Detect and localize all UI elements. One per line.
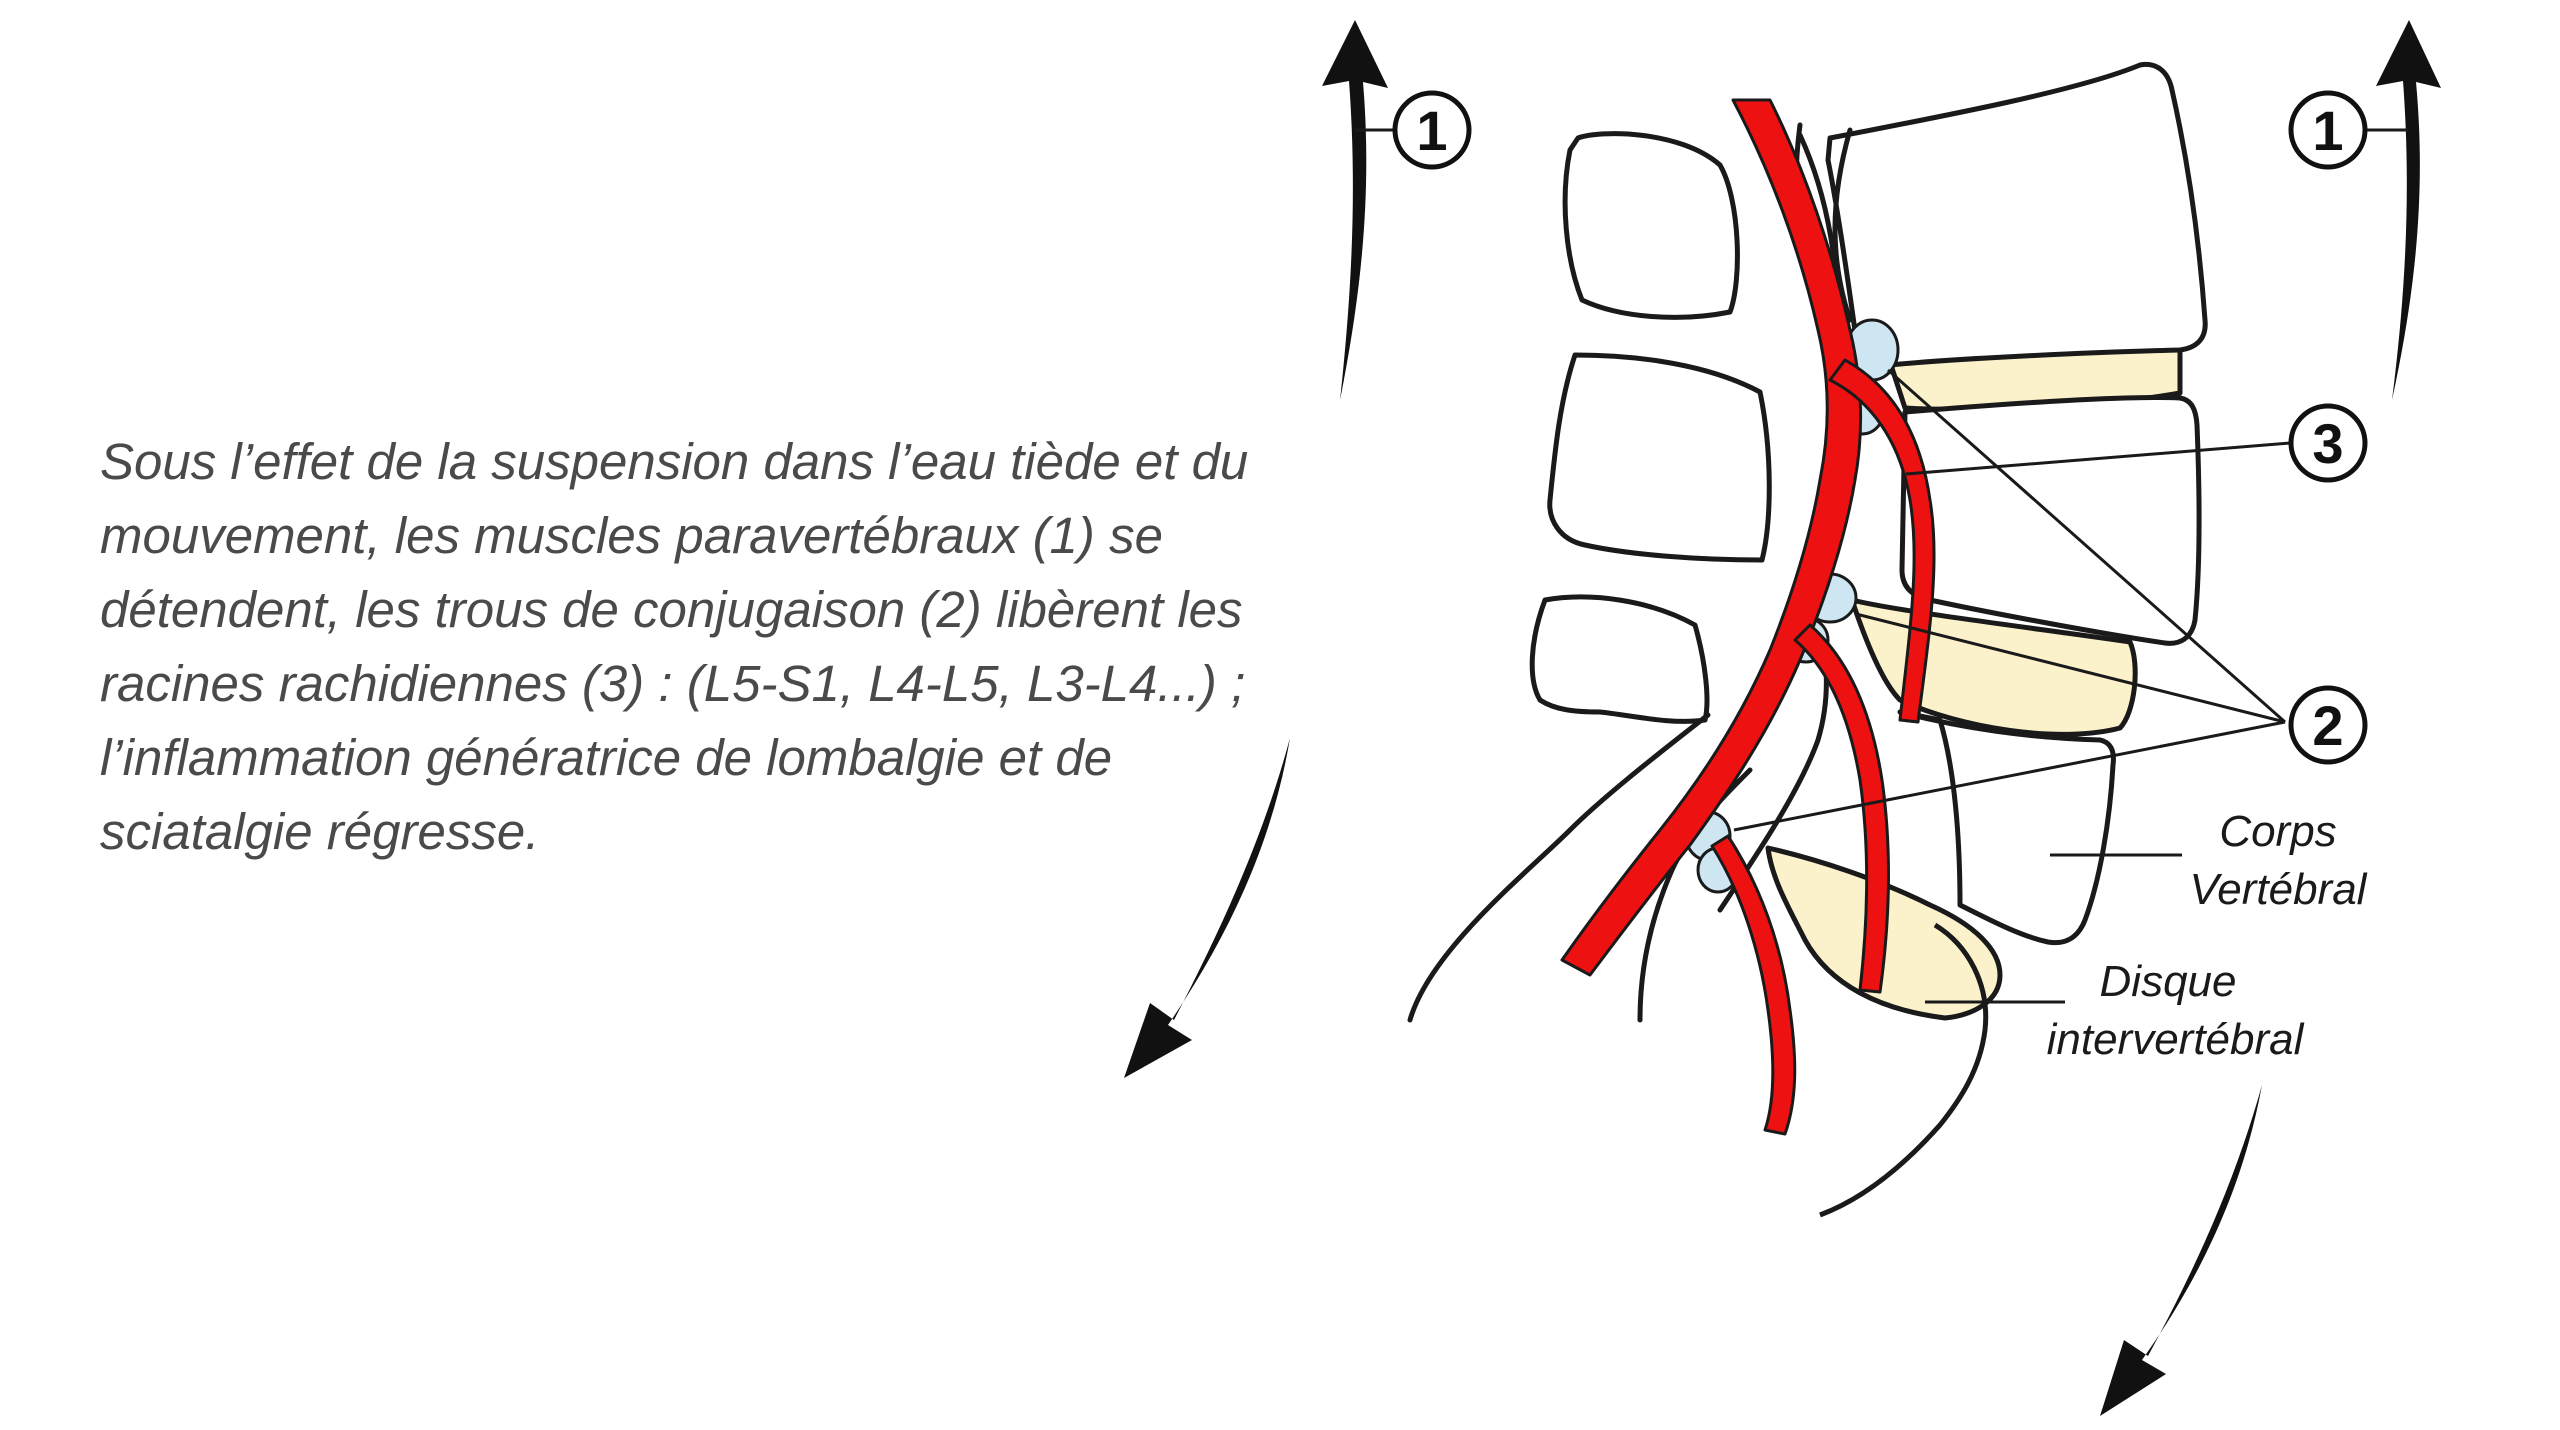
callout-1-right: 1 [2288,90,2368,170]
arrow-down-right-icon [2100,1085,2262,1416]
arrow-up-right-icon [2376,20,2441,400]
arrow-up-left-icon [1322,20,1388,400]
callout-1-left: 1 [1392,90,1472,170]
callout-circle [1392,90,1472,170]
leader-2c [1733,720,2286,832]
lamina-upper [1562,131,1740,320]
caption-line: Sous l’effet de la suspension dans l’eau… [100,433,1249,490]
stretch-arrows [1124,20,2441,1416]
callout-circle [2288,403,2368,483]
callout-number: 1 [2312,99,2343,162]
callout-3: 3 [2288,403,2368,483]
callout-number: 2 [2312,694,2343,757]
nerve-root-l5 [1710,834,1797,1136]
caption-line: détendent, les trous de conjugaison (2) … [100,581,1243,638]
caption-line: racines rachidiennes (3) : (L5-S1, L4-L5… [100,655,1246,712]
callout-circle [2288,685,2368,765]
nerve-root-l3 [1828,358,1936,724]
arrow-down-left-icon [1124,738,1290,1078]
caption-line: sciatalgie régresse. [100,803,540,860]
nerve-trunk [1560,98,1863,977]
lamina-middle [1547,352,1772,563]
sacrum [1819,922,1989,1218]
vertebra-l5 [1897,709,2116,946]
caption-text: Sous l’effet de la suspension dans l’eau… [100,425,1360,869]
label-disc-line1: Disque [2100,957,2237,1006]
leader-3 [1905,441,2291,476]
caption-line: mouvement, les muscles paravertébraux (1… [100,507,1163,564]
lamina-lower [1529,594,1710,724]
leader-lines [1355,128,2408,1004]
caption-line: l’inflammation génératrice de lombalgie … [100,729,1113,786]
label-disc-line2: intervertébral [2047,1015,2305,1064]
label-vertebral-body-line2: Vertébral [2190,865,2368,914]
label-vertebral-body-line1: Corps [2219,807,2336,856]
callout-number: 3 [2312,412,2343,475]
posterior-line-1 [1407,712,1711,1023]
callout-number: 1 [1416,99,1447,162]
nerves [1560,98,1936,1136]
leader-2a [1887,368,2286,724]
vertebra-l3 [1825,61,2208,368]
nerve-root-l4 [1793,623,1891,994]
callout-circle [2288,90,2368,170]
leader-2b [1855,612,2286,724]
callout-2: 2 [2288,685,2368,765]
